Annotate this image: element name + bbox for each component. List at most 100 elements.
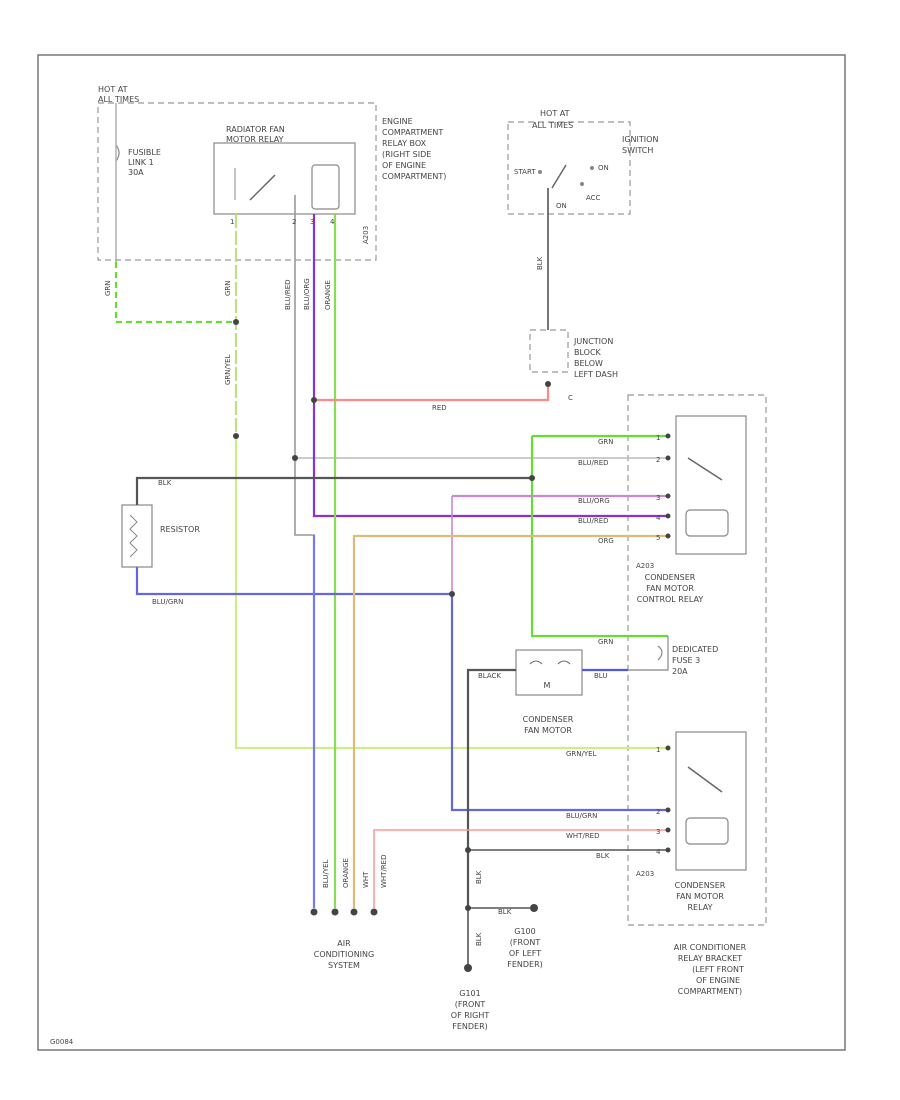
wire-label-blu-red: BLU/RED — [578, 517, 609, 525]
wire-label-blu: BLU — [594, 672, 607, 680]
bracket-label: RELAY BRACKET — [678, 954, 742, 963]
wire-label-org: ORG — [598, 537, 614, 545]
control-relay-switch — [687, 457, 723, 481]
hot-at-all-times-label: HOT AT — [98, 85, 128, 94]
wire-label-wht: WHT — [362, 871, 370, 888]
splice-dot — [465, 905, 471, 911]
wire-label-blu-org: BLU/ORG — [578, 497, 610, 505]
resistor-element — [129, 514, 138, 558]
ignition-contact-on — [590, 166, 594, 170]
fan-relay-code: A203 — [636, 870, 654, 878]
wire-label-blu-red: BLU/RED — [284, 279, 292, 310]
ac-system-label: CONDITIONING — [314, 950, 374, 959]
pin-number: 3 — [656, 494, 660, 502]
wire-label-orange: ORANGE — [342, 858, 350, 888]
ignition-start-label: START — [514, 168, 536, 176]
bracket-label: AIR CONDITIONER — [674, 943, 747, 952]
ground-g100-label: G100 — [514, 927, 535, 936]
control-relay — [675, 415, 747, 555]
connector-pin — [350, 908, 358, 916]
control-relay-label: CONDENSER — [645, 573, 696, 582]
wire-label-black: BLACK — [478, 672, 501, 680]
engine-box-label: (RIGHT SIDE — [382, 150, 431, 159]
engine-box-label: ENGINE — [382, 117, 413, 126]
wire-blu-red-purple — [312, 214, 668, 518]
ac-system-label: AIR — [337, 939, 351, 948]
fan-relay-label: CONDENSER — [675, 881, 726, 890]
ground-g101-label: FENDER) — [452, 1022, 488, 1031]
wire-wht-red — [373, 829, 668, 908]
wire-label-grn-yel: GRN/YEL — [224, 354, 232, 385]
control-relay-coil — [685, 509, 729, 537]
bracket-label: (LEFT FRONT — [692, 965, 744, 974]
junction-block-label: BELOW — [574, 359, 603, 368]
engine-box-label: OF ENGINE — [382, 161, 426, 170]
pin-number: 2 — [656, 456, 660, 464]
wire-label-grn: GRN — [598, 638, 614, 646]
pin-number: 1 — [656, 434, 660, 442]
wire-red — [314, 384, 550, 402]
fusible-link-label: 30A — [128, 168, 144, 177]
connector-pin — [331, 908, 339, 916]
wire-label-orange: ORANGE — [324, 280, 332, 310]
fuse-label: FUSE 3 — [672, 656, 700, 665]
fuse-label: DEDICATED — [672, 645, 718, 654]
pin-dot — [665, 455, 671, 461]
pin-dot — [665, 807, 671, 813]
resistor-label: RESISTOR — [160, 525, 200, 534]
wire-blk-motor — [466, 668, 516, 908]
engine-box-label: COMPARTMENT) — [382, 172, 446, 181]
radiator-fan-relay — [213, 142, 356, 215]
wire-label-grn: GRN — [224, 280, 232, 296]
ground-g100-label: OF LEFT — [509, 949, 541, 958]
condenser-fan-motor — [515, 649, 583, 696]
control-relay-label: FAN MOTOR — [646, 584, 694, 593]
splice-dot — [233, 319, 239, 325]
fan-relay — [675, 731, 747, 871]
ignition-acc-label: ACC — [586, 194, 601, 202]
wire-label-blu-grn: BLU/GRN — [566, 812, 597, 820]
splice-dots — [233, 319, 671, 972]
hot-at-all-times-label: ALL TIMES — [532, 121, 573, 130]
ignition-run-label: ON — [556, 202, 567, 210]
wire-fuse-gray — [628, 636, 669, 671]
radiator-relay-label: MOTOR RELAY — [226, 135, 284, 144]
pin-number: 1 — [230, 218, 234, 226]
pin-dot — [665, 745, 671, 751]
pin-number: 1 — [656, 746, 660, 754]
wire-blk-resistor — [135, 476, 532, 505]
fusible-link-symbol — [115, 144, 120, 162]
splice-dot — [545, 381, 551, 387]
pin-number: 3 — [656, 828, 660, 836]
splice-dot — [292, 455, 298, 461]
fan-relay-coil — [685, 817, 729, 845]
pin-numbers: 1 2 3 4 1 2 3 4 5 1 2 3 4 — [230, 218, 661, 856]
junction-block-label: JUNCTION — [573, 337, 613, 346]
wire-label-blk: BLK — [596, 852, 610, 860]
wire-label-blu-yel: BLU/YEL — [322, 859, 330, 888]
wire-label-wht-red: WHT/RED — [380, 855, 388, 889]
fan-motor-label: FAN MOTOR — [524, 726, 572, 735]
junction-block-label: BLOCK — [574, 348, 602, 357]
ground-g100-dot — [530, 904, 538, 912]
ground-g101-dot — [464, 964, 472, 972]
hot-at-all-times-label: ALL TIMES — [98, 95, 139, 104]
fan-relay-label: RELAY — [688, 903, 713, 912]
fan-motor-label: CONDENSER — [523, 715, 574, 724]
wire-grn-fuse — [530, 436, 668, 638]
wire-label-blk: BLK — [158, 479, 172, 487]
junction-block-outline — [529, 329, 569, 373]
fusible-link-label: LINK 1 — [128, 158, 154, 167]
pin-number: 4 — [656, 848, 661, 856]
wire-grn-yel-long — [234, 436, 668, 750]
component-labels: HOT AT ALL TIMES FUSIBLE LINK 1 30A RADI… — [50, 85, 747, 1046]
bracket-code: A203 — [636, 562, 654, 570]
wire-label-red: RED — [432, 404, 447, 412]
wire-label-blu-grn: BLU/GRN — [152, 598, 183, 606]
wire-label-blk: BLK — [475, 932, 483, 946]
wire-label-blk: BLK — [475, 870, 483, 884]
radiator-relay-switch — [249, 174, 276, 201]
fuse-label: 20A — [672, 667, 688, 676]
pin-number: 4 — [656, 514, 661, 522]
